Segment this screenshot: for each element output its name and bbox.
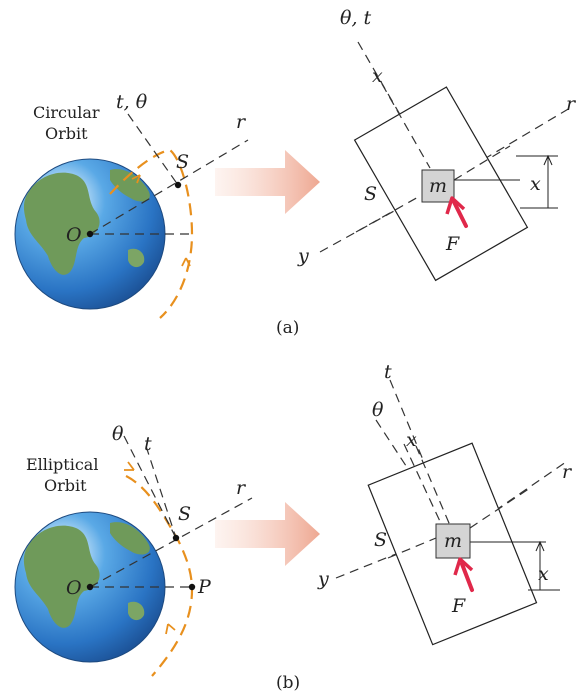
label-x-axis: x [372, 65, 383, 87]
orbit-direction-arrow-icon [124, 461, 135, 471]
mass-block [421, 169, 455, 203]
y-axis-inner [355, 195, 421, 233]
label-r-axis: r [566, 93, 577, 115]
r-axis-inner [469, 487, 531, 529]
radial-line-r [89, 139, 249, 235]
mass-block [435, 523, 471, 559]
label-x-axis: x [406, 429, 417, 451]
orbit-direction-arrow-icon [181, 257, 191, 267]
circular-orbit-path [109, 148, 194, 319]
orbit-label-line1: Circular [33, 103, 100, 122]
label-S-body: S [364, 183, 377, 205]
r-axis [431, 107, 571, 191]
radial-line-r [89, 497, 253, 588]
orbit-label-line2: Orbit [45, 124, 88, 143]
satellite-point-S [172, 534, 180, 542]
label-S: S [178, 503, 191, 525]
block-arrow-icon [215, 502, 320, 566]
label-t-theta: t, θ [116, 91, 148, 113]
panel-b: Elliptical Orbit θ t S r O P m [14, 361, 573, 693]
label-P: P [197, 576, 212, 598]
elliptical-orbit-path [125, 475, 194, 677]
label-r: r [236, 477, 247, 499]
tangent-line-t [145, 445, 177, 539]
block-arrow-icon [215, 150, 320, 214]
y-axis-inner [387, 537, 437, 559]
label-theta: θ [372, 399, 384, 421]
theta-t-axis-inner [381, 83, 431, 169]
caption-a: (a) [276, 318, 299, 338]
t-axis-inner [415, 445, 453, 531]
label-r: r [236, 111, 247, 133]
label-m: m [444, 530, 462, 552]
label-theta-t: θ, t [340, 7, 372, 29]
label-O: O [66, 224, 82, 246]
satellite-point-S [174, 181, 182, 189]
label-theta: θ [112, 423, 124, 445]
dimension-arrow-icon [535, 540, 545, 552]
r-axis-inner [453, 145, 511, 181]
force-arrow-icon [445, 196, 468, 228]
label-F: F [445, 233, 460, 255]
label-y-axis: y [317, 568, 329, 590]
label-x-dimension: x [538, 563, 549, 585]
label-t: t [384, 361, 392, 383]
label-S-body: S [374, 529, 387, 551]
caption-b: (b) [276, 673, 300, 693]
dimension-arrow-icon [543, 154, 553, 166]
label-O: O [66, 577, 82, 599]
orbit-direction-arrow-icon [165, 623, 176, 635]
label-x-dimension: x [530, 173, 541, 195]
free-body-diagram-a: m θ, t x r S x y F [297, 7, 577, 282]
label-F: F [451, 595, 466, 617]
label-t: t [144, 433, 152, 455]
orbit-label-line1: Elliptical [26, 455, 98, 474]
perigee-point-P [188, 583, 196, 591]
orbit-direction-arrow-icon [131, 174, 141, 184]
theta-axis-inner [403, 443, 445, 531]
theta-direction-line [123, 435, 177, 539]
label-r-axis: r [562, 461, 573, 483]
center-point-O [86, 230, 94, 238]
label-m: m [429, 175, 447, 197]
label-y-axis: y [297, 245, 309, 267]
center-point-O [86, 583, 94, 591]
force-arrow-icon [453, 557, 474, 592]
free-body-diagram-b: m t θ x r S x y F [317, 361, 573, 646]
orbit-label-line2: Orbit [44, 476, 87, 495]
panel-a: Circular Orbit t, θ S r O m [14, 7, 577, 338]
label-S: S [176, 151, 189, 173]
